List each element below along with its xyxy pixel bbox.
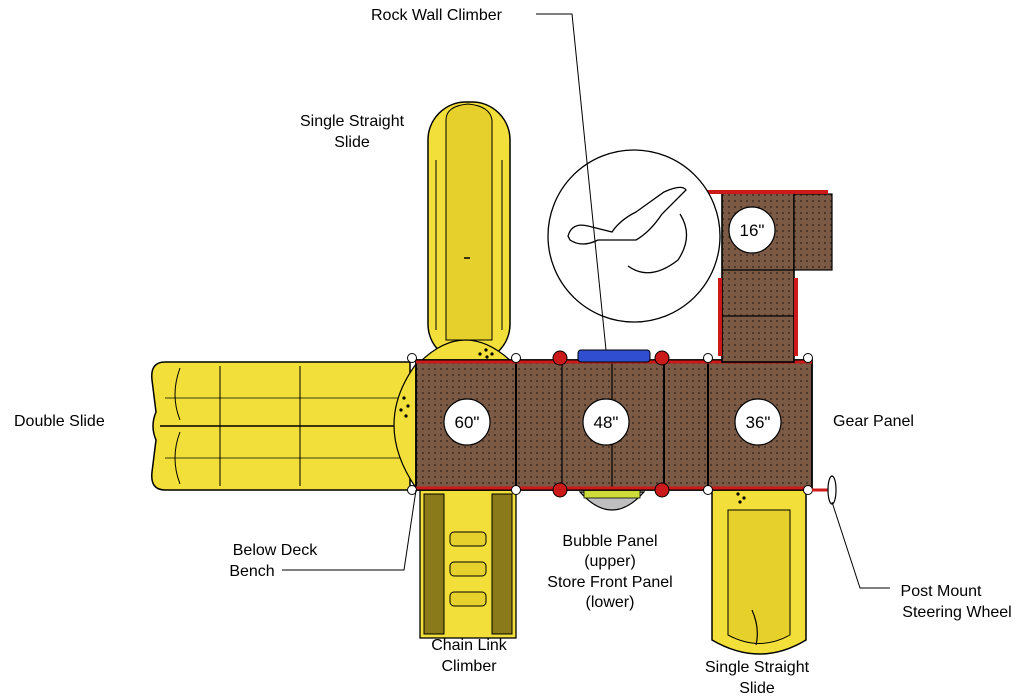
single-straight-slide-top [427,101,511,363]
bubble-panel [578,489,646,511]
deck-badge-36: 36" [734,398,782,446]
deck-badge-48: 48" [582,398,630,446]
label-bubble-panel-1: Bubble Panel [562,533,657,550]
slide-hoods [393,339,514,490]
single-straight-slide-bottom [711,478,807,655]
label-store-front-panel-2: (lower) [586,594,635,611]
label-post-mount-steering-wheel-1: Post Mount [901,583,982,600]
label-double-slide: Double Slide [14,413,105,430]
chain-link-climber [419,489,517,639]
deck-48-label: 48" [594,413,619,432]
deck-badge-60: 60" [443,398,491,446]
steering-wheel [812,475,837,505]
gear-panel [547,149,721,323]
leader-lines [282,13,890,589]
double-slide [151,361,411,491]
red-posts [552,350,670,498]
rock-wall-climber [577,349,651,363]
label-post-mount-steering-wheel-2: Steering Wheel [902,604,1011,621]
deck-60-label: 60" [455,413,480,432]
label-bubble-panel-2: (upper) [584,553,636,570]
label-chain-link-climber-1: Chain Link [431,637,508,654]
label-below-deck-bench-2: Bench [229,563,274,580]
label-store-front-panel-1: Store Front Panel [547,574,672,591]
label-below-deck-bench-1: Below Deck [233,542,318,559]
label-rock-wall-climber: Rock Wall Climber [371,7,503,24]
deck-badge-16: 16" [728,206,776,254]
label-single-straight-slide-bottom-1: Single Straight [705,659,810,676]
label-chain-link-climber-2: Climber [441,658,497,675]
label-single-straight-slide-top-2: Slide [334,134,370,151]
label-gear-panel: Gear Panel [833,413,914,430]
deck-16-label: 16" [740,221,765,240]
label-single-straight-slide-bottom-2: Slide [739,680,775,697]
deck-36-label: 36" [746,413,771,432]
label-single-straight-slide-top-1: Single Straight [300,113,405,130]
